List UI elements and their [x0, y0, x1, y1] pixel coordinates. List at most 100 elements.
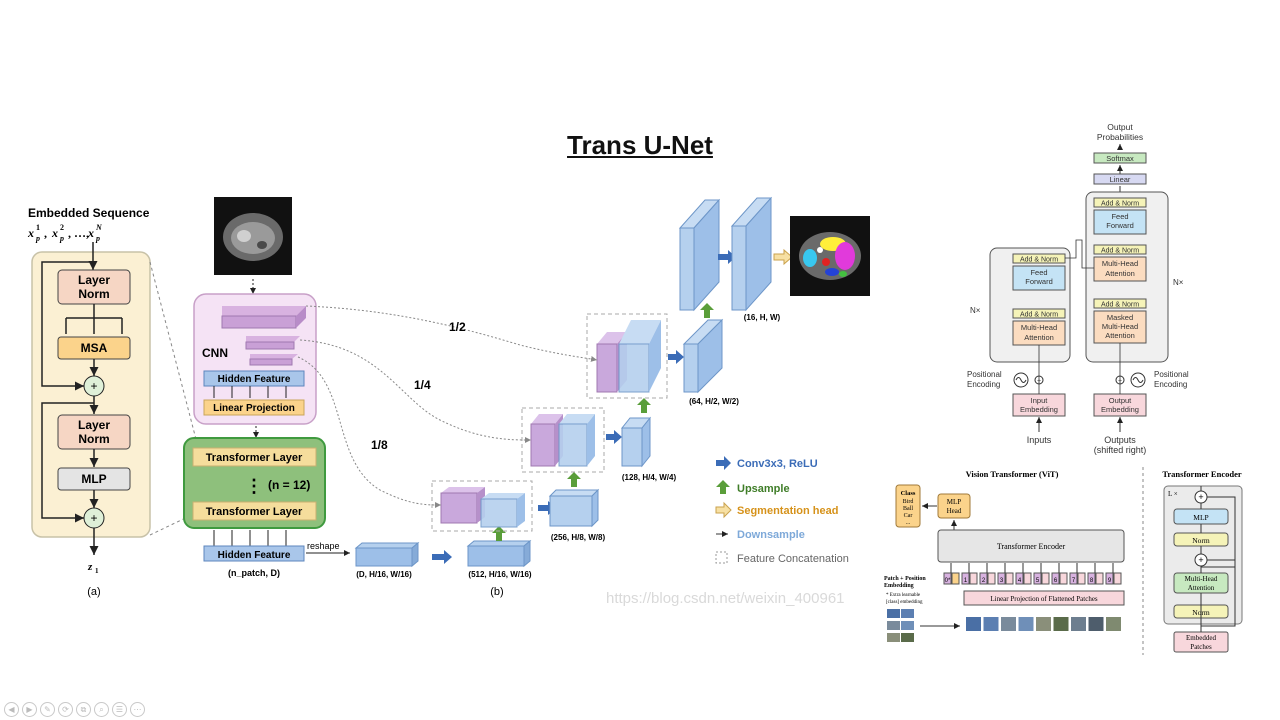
- copy-button[interactable]: ⧉: [76, 702, 91, 717]
- vit-enc-norm-2-label: Norm: [1192, 536, 1210, 545]
- skip-label-eighth: 1/8: [371, 438, 388, 452]
- linear-projection-label: Linear Projection: [213, 403, 295, 414]
- seq-xN: x: [87, 226, 94, 240]
- vit-class-e: ...: [906, 520, 911, 526]
- concat-stage-2: [521, 407, 605, 473]
- tf-outputs: Outputs: [1104, 435, 1136, 445]
- vit-position-label: 0*: [945, 578, 951, 584]
- tf-dec-addnorm-3-label: Add & Norm: [1101, 201, 1139, 208]
- seq-p1: p: [35, 234, 40, 243]
- vit-transformer-encoder: [937, 529, 1125, 563]
- legend-concat-label: Feature Concatenation: [737, 553, 849, 565]
- tf-dec-mha: [1093, 256, 1147, 282]
- vit-patch-token: [1077, 572, 1086, 585]
- menu-button[interactable]: ☰: [112, 702, 127, 717]
- vit-position-token: [1015, 572, 1024, 585]
- linear-projection-box: [203, 399, 305, 416]
- vit-encoder-lx: L ×: [1168, 490, 1178, 498]
- vit-position-token: [1033, 572, 1042, 585]
- vit-enc-mha-a: Multi-Head: [1185, 575, 1218, 583]
- skip-label-half: 1/2: [449, 320, 466, 334]
- tf-masked-a: Masked: [1107, 313, 1133, 322]
- vit-mlp-head-a: MLP: [947, 498, 962, 506]
- vit-position-token: [1069, 572, 1078, 585]
- layer-norm-1-label-b: Norm: [78, 287, 109, 301]
- transformer-architecture: Output Probabilities Softmax Linear Add …: [967, 122, 1189, 455]
- vit-position-token: [943, 572, 952, 585]
- more-button[interactable]: ⋯: [130, 702, 145, 717]
- seq-1: 1: [36, 223, 40, 232]
- hidden-feature-label: Hidden Feature: [218, 374, 291, 385]
- tf-linear-box: [1093, 173, 1147, 185]
- vit-patch-token: [951, 572, 960, 585]
- vit-enc-mha-b: Attention: [1188, 584, 1215, 592]
- dim-64: (64, H/2, W/2): [689, 397, 739, 406]
- legend-upsample-label: Upsample: [737, 483, 790, 495]
- seq-N: N: [95, 223, 103, 232]
- refresh-button[interactable]: ⟳: [58, 702, 73, 717]
- vit-ep-a: Embedded: [1186, 634, 1216, 642]
- cnn-label: CNN: [202, 346, 228, 360]
- caption-b: (b): [490, 586, 503, 598]
- vit-patch-token: [1005, 572, 1014, 585]
- tf-linear: Linear: [1110, 175, 1131, 184]
- vit-position-token: [997, 572, 1006, 585]
- vertical-ellipsis: ⋮: [245, 476, 263, 496]
- vit-linear-projection-label: Linear Projection of Flattened Patches: [990, 595, 1098, 603]
- vit-image-patch: [1088, 617, 1104, 631]
- vit-patch-token: [987, 572, 996, 585]
- vit-patch-token: [1095, 572, 1104, 585]
- caption-a: (a): [87, 586, 100, 598]
- output-z: z: [87, 561, 93, 573]
- hidden-feature-box: [203, 370, 305, 387]
- tf-masked-c: Attention: [1105, 331, 1135, 340]
- input-sequence: x p 1 , x p 2 , …, x p N: [27, 223, 103, 243]
- layer-norm-2-label-b: Norm: [78, 432, 109, 446]
- vit-position-token: [1051, 572, 1060, 585]
- vit-image-patch: [1036, 617, 1051, 631]
- vit-encoder-title: Transformer Encoder: [1162, 469, 1241, 479]
- legend-concat-swatch: [715, 551, 728, 564]
- vit-class-b: Bird: [903, 499, 914, 505]
- tf-dec-addnorm-2: [1093, 244, 1147, 255]
- skip-feature-1-2: [596, 343, 618, 393]
- vit-position-label: 1: [964, 578, 968, 584]
- vit-position-label: 3: [1000, 578, 1004, 584]
- tf-enc-mha: [1012, 320, 1066, 346]
- vit-patch-token: [1113, 572, 1122, 585]
- reshape-label: reshape: [307, 541, 340, 551]
- vit-linear-projection: [963, 590, 1125, 606]
- up-feature-1-2: [618, 343, 650, 393]
- seq-comma1: ,: [44, 226, 47, 240]
- vit-position-token: [1087, 572, 1096, 585]
- dim-512: (512, H/16, W/16): [468, 570, 531, 579]
- tf-dec-ff-a: Feed: [1111, 212, 1128, 221]
- bottleneck-feature-map: [355, 547, 413, 567]
- tf-inemb-a: Input: [1031, 396, 1049, 405]
- tf-dec-posenc-b: Encoding: [1154, 380, 1187, 389]
- vit-patch-token: [1023, 572, 1032, 585]
- vit-position-label: 8: [1090, 578, 1094, 584]
- transformer-layer-bottom-label: Transformer Layer: [206, 506, 303, 518]
- dim-128: (128, H/4, W/4): [622, 473, 677, 482]
- vit-image-patch: [983, 617, 999, 631]
- vit-class-box: [895, 484, 921, 528]
- up-feature-1-4: [558, 423, 588, 467]
- zoom-button[interactable]: ⌕: [94, 702, 109, 717]
- tf-enc-mha-a: Multi-Head: [1021, 323, 1057, 332]
- tf-enc-addnorm-1-label: Add & Norm: [1020, 312, 1058, 319]
- tf-enc-feedforward: [1012, 265, 1066, 291]
- legend-seg-swatch: [715, 501, 732, 519]
- vit-patch-token: [969, 572, 978, 585]
- vit-input-image: [887, 609, 914, 642]
- bottom-hidden-feature-label: Hidden Feature: [218, 550, 291, 561]
- layer-norm-2-label-a: Layer: [78, 418, 110, 432]
- tf-dec-ff-b: Forward: [1106, 221, 1134, 230]
- next-slide-button[interactable]: ▶: [22, 702, 37, 717]
- prev-slide-button[interactable]: ◀: [4, 702, 19, 717]
- tf-inemb-b: Embedding: [1020, 405, 1058, 414]
- tf-output-prob-b: Probabilities: [1097, 132, 1143, 142]
- pen-tool-button[interactable]: ✎: [40, 702, 55, 717]
- legend-conv-swatch: [716, 456, 731, 470]
